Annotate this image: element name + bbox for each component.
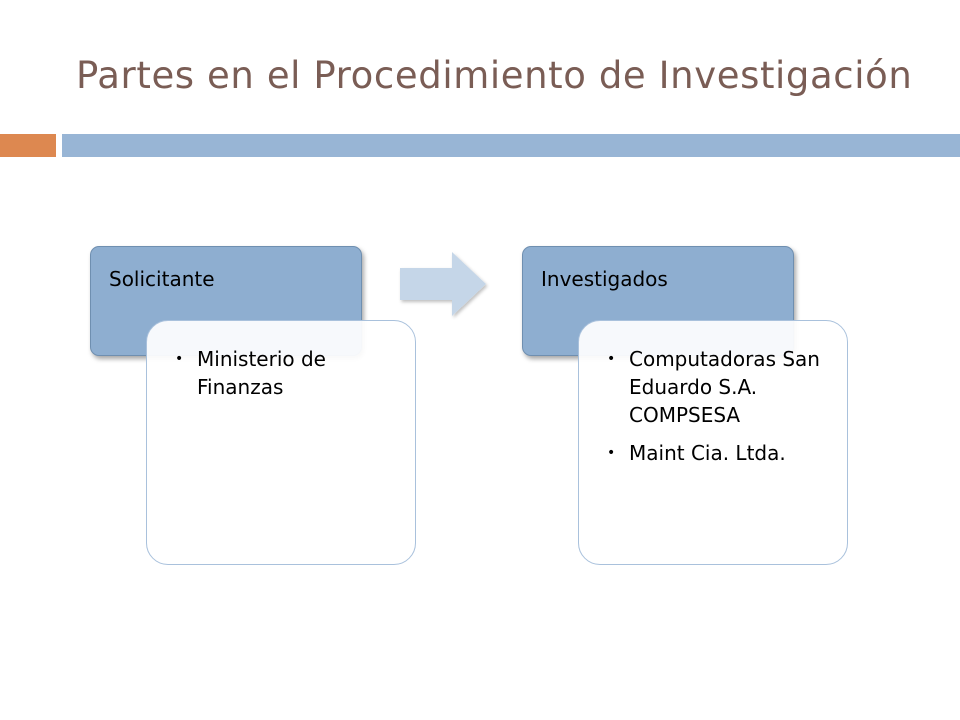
node-header-label: Investigados [541,267,668,291]
bullet-icon: • [607,351,616,367]
title-accent-bar-blue [62,134,960,157]
list-item: • Computadoras San Eduardo S.A. COMPSESA [607,345,837,429]
list-item-text: Maint Cia. Ltda. [629,441,786,465]
bullet-icon: • [607,445,616,461]
slide-title: Partes en el Procedimiento de Investigac… [76,54,913,97]
node-item-list: • Ministerio de Finanzas [175,345,405,411]
node-content-solicitante: • Ministerio de Finanzas [146,320,416,565]
list-item-text: Ministerio de Finanzas [197,347,326,399]
list-item: • Maint Cia. Ltda. [607,439,837,467]
node-header-label: Solicitante [109,267,215,291]
node-content-investigados: • Computadoras San Eduardo S.A. COMPSESA… [578,320,848,565]
title-accent-bar-orange [0,134,56,157]
list-item-text: Computadoras San Eduardo S.A. COMPSESA [629,347,820,427]
list-item: • Ministerio de Finanzas [175,345,405,401]
flow-arrow-icon [400,252,486,316]
bullet-icon: • [175,351,184,367]
node-item-list: • Computadoras San Eduardo S.A. COMPSESA… [607,345,837,477]
